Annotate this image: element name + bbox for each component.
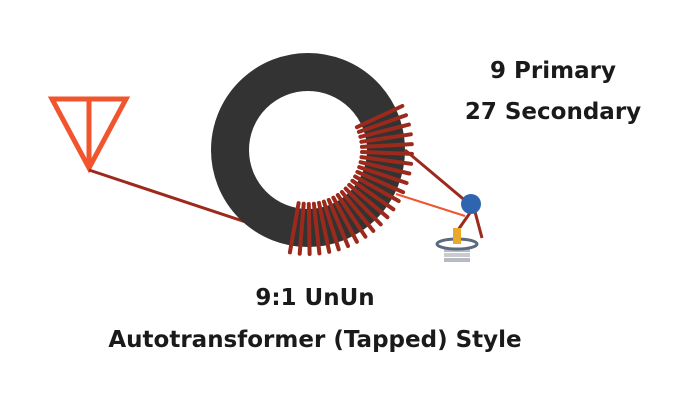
coax-connector-icon [435, 194, 481, 262]
lead-wire-tap [395, 193, 466, 217]
secondary-turns-label: 27 Secondary [464, 99, 642, 125]
winding-turn [331, 195, 359, 244]
winding-turn [335, 193, 368, 239]
winding-turn [297, 201, 306, 256]
winding-turn [350, 178, 396, 212]
diagram-title: 9:1 UnUn [255, 285, 375, 311]
winding-turn [343, 186, 383, 227]
winding-turn [360, 150, 414, 156]
winding-turn [287, 201, 301, 255]
winding-turn [321, 199, 341, 252]
winding-turn [358, 160, 412, 176]
winding-turn [306, 202, 312, 256]
winding-turn [355, 169, 406, 195]
winding-turn [347, 182, 390, 220]
winding-turn [354, 104, 405, 130]
winding-turn [326, 197, 350, 248]
toroid-windings [287, 104, 414, 256]
winding-turn [358, 122, 411, 139]
diagram-subtitle: Autotransformer (Tapped) Style [108, 327, 522, 353]
winding-turn [359, 132, 413, 144]
lead-wire-top [404, 148, 475, 210]
winding-turn [356, 113, 408, 134]
primary-turns-label: 9 Primary [490, 58, 616, 84]
winding-turn [317, 200, 332, 254]
winding-turn [359, 142, 414, 149]
winding-turn [353, 174, 401, 203]
winding-turn [339, 190, 376, 233]
antenna-icon [47, 96, 131, 174]
winding-turn [357, 165, 409, 185]
winding-turn [359, 155, 414, 166]
winding-turn [311, 201, 322, 256]
